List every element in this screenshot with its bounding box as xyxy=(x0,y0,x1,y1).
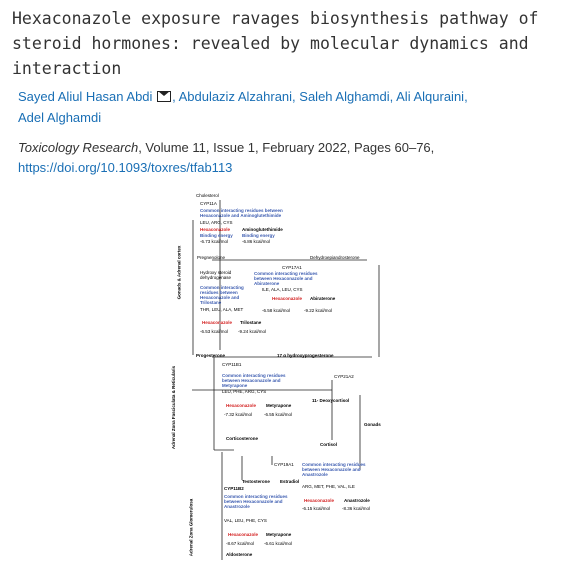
author-link[interactable]: Sayed Aliul Hasan Abdi xyxy=(18,89,153,104)
pregnenolone-label: Pregnenolone xyxy=(197,255,226,260)
hexaconazole-label: Hexaconazole xyxy=(226,403,257,408)
abiraterone-label: Abiraterone xyxy=(310,296,336,301)
author-link[interactable]: Ali Alquraini xyxy=(396,89,465,104)
residues-label: LEU, ARG, CYS xyxy=(200,220,233,225)
cyp21a2-label: CYP21A2 xyxy=(334,374,354,379)
anastrozole-label: Anastrozole xyxy=(344,498,370,503)
hexaconazole-label: Hexaconazole xyxy=(272,296,303,301)
cyp19a1-label: CYP19A1 xyxy=(274,462,294,467)
author-link[interactable]: Abdulaziz Alzahrani xyxy=(178,89,293,104)
citation-details: , Volume 11, Issue 1, February 2022, Pag… xyxy=(138,140,435,155)
aldosterone-label: Aldosterone xyxy=(226,552,253,557)
energy-value: -8.67 kcal/mol xyxy=(226,541,255,546)
metyrapone-label: Metyrapone xyxy=(266,532,292,537)
common-residues-label: Common interacting residues between Hexa… xyxy=(200,285,244,305)
side-label: Adrenal Zona Glomerulosa xyxy=(188,498,194,557)
hydroxyprogesterone-label: 17 α hydroxyprogesterone xyxy=(277,353,334,358)
estradiol-label: Estradiol xyxy=(280,479,300,484)
journal-name: Toxicology Research xyxy=(18,140,139,155)
common-residues-label: Common interacting residues between Hexa… xyxy=(200,208,283,218)
citation: Toxicology Research, Volume 11, Issue 1,… xyxy=(18,140,434,155)
energy-value: -8.36 kcal/mol xyxy=(342,506,371,511)
hexaconazole-label: Hexaconazole xyxy=(200,227,231,232)
pathway-diagram xyxy=(192,200,380,560)
common-residues-label: Common interacting residues between Hexa… xyxy=(254,271,318,286)
residues-label: THR, LEU, ALA, MET xyxy=(200,307,244,312)
binding-energy-label: Binding energy xyxy=(242,233,275,238)
binding-energy-label: Binding energy xyxy=(200,233,233,238)
hsd-label: Hydroxy steroid dehydrogenase xyxy=(200,270,232,280)
energy-value: -7.32 kcal/mol xyxy=(224,412,253,417)
hexaconazole-label: Hexaconazole xyxy=(304,498,335,503)
energy-value: -6.15 kcal/mol xyxy=(302,506,331,511)
side-label: Gonads & Adrenal cortex xyxy=(176,245,182,300)
energy-value: -6.55 kcal/mol xyxy=(264,412,293,417)
cyp11b2-label: CYP11B2 xyxy=(224,486,244,491)
residues-label: ILE, ALA, LEU, CYS xyxy=(262,287,303,292)
energy-value: -6.61 kcal/mol xyxy=(264,541,293,546)
testosterone-label: Testosterone xyxy=(242,479,270,484)
energy-value: -6.58 kcal/mol xyxy=(262,308,291,313)
progesterone-label: Progesterone xyxy=(196,353,226,358)
cholesterol-label: Cholesterol xyxy=(196,193,219,198)
residues-label: VAL, LEU, PHE, CYS xyxy=(224,518,267,523)
residues-label: ARG, MET, PHE, VAL, ILE xyxy=(302,484,355,489)
hexaconazole-label: Hexaconazole xyxy=(202,320,233,325)
deoxycortisol-label: 11- Deoxycortisol xyxy=(312,398,350,403)
dhea-label: Dehydroepiandrosterone xyxy=(310,255,360,260)
article-title: Hexaconazole exposure ravages biosynthes… xyxy=(12,9,539,78)
cyp11b1-label: CYP11B1 xyxy=(222,362,242,367)
energy-value: -9.22 kcal/mol xyxy=(304,308,333,313)
energy-value: -9.24 kcal/mol xyxy=(238,329,267,334)
author-link[interactable]: Adel Alghamdi xyxy=(18,110,102,125)
author-list: Sayed Aliul Hasan Abdi , Abdulaziz Alzah… xyxy=(18,89,468,125)
common-residues-label: Common interacting residues between Hexa… xyxy=(224,494,288,509)
energy-value: -6.53 kcal/mol xyxy=(200,329,229,334)
corticosterone-label: Corticosterone xyxy=(226,436,259,441)
trilostane-label: Trilostane xyxy=(240,320,262,325)
doi-link[interactable]: https://doi.org/10.1093/toxres/tfab113 xyxy=(18,160,233,175)
side-label: Adrenal Zona Fasciculata & Reticularis xyxy=(171,365,177,450)
residues-label: LEU, PHE, ARG, CYS xyxy=(222,389,267,394)
aminoglutethimide-label: Aminoglutethimide xyxy=(242,227,283,232)
pathway-figure[interactable]: Cholesterol CYP11A Common interacting re… xyxy=(171,190,387,562)
energy-value: -6.86 kcal/mol xyxy=(242,239,271,244)
cyp17a1-label: CYP17A1 xyxy=(282,265,302,270)
email-icon[interactable] xyxy=(157,91,172,102)
metyrapone-label: Metyrapone xyxy=(266,403,292,408)
cortisol-label: Cortisol xyxy=(320,442,338,447)
common-residues-label: Common interacting residues between Hexa… xyxy=(222,373,286,388)
author-link[interactable]: Saleh Alghamdi xyxy=(299,89,390,104)
energy-value: -6.73 kcal/mol xyxy=(200,239,229,244)
gonads-label: Gonads xyxy=(364,422,381,427)
cyp11a-label: CYP11A xyxy=(200,201,217,206)
hexaconazole-label: Hexaconazole xyxy=(228,532,259,537)
common-residues-label: Common interacting residues between Hexa… xyxy=(302,462,366,477)
